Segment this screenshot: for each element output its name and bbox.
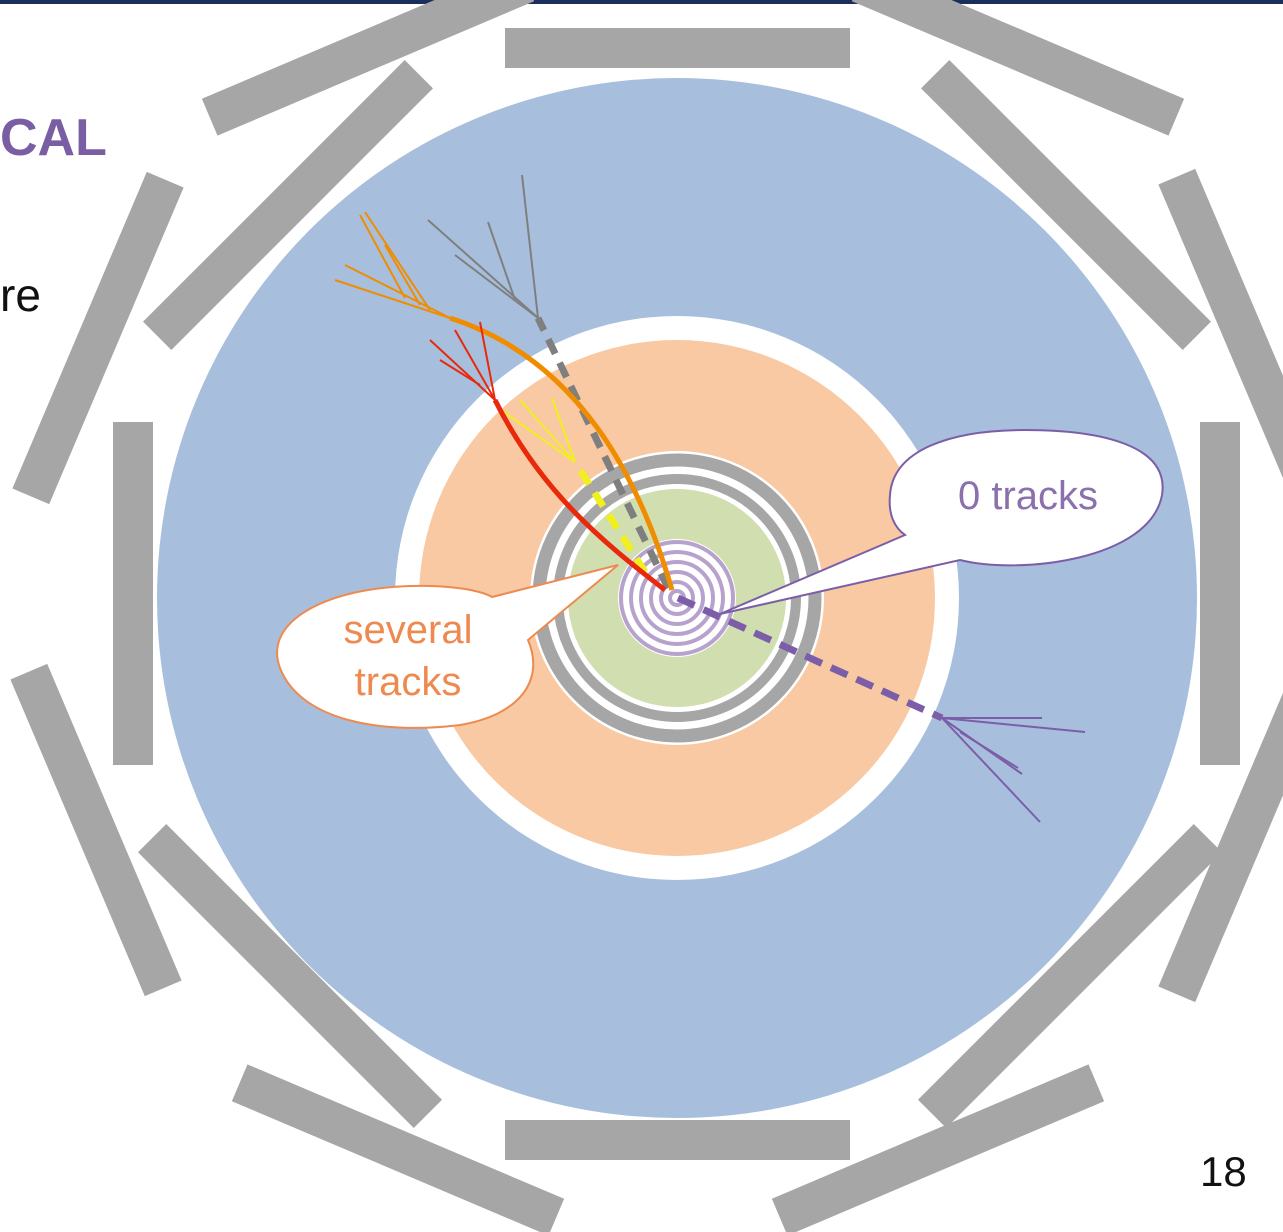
vertex-detector-core [618, 539, 736, 657]
neutral-track-yellow [497, 397, 648, 574]
muon-chamber [201, 0, 535, 136]
shower-branch [497, 407, 576, 463]
charged-track-red [429, 321, 667, 592]
shower-branch [364, 211, 431, 311]
muon-chamber [113, 422, 153, 765]
callout-bubble-zero-tracks [719, 428, 1164, 615]
shower-branch [334, 279, 451, 319]
muon-chamber [231, 1064, 565, 1232]
header-bar [0, 0, 1283, 4]
muon-chamber [10, 663, 182, 997]
muon-chamber [505, 1120, 850, 1160]
muon-chamber [1158, 168, 1283, 502]
muon-chamber [143, 60, 433, 350]
shower-branch [941, 717, 1041, 823]
vertex-ring [659, 580, 695, 616]
callout-several-tracks: several tracks [278, 604, 538, 708]
shower-branch [454, 329, 496, 401]
yellow-dashed-track [572, 460, 648, 574]
muon-chamber [917, 823, 1223, 1129]
shower-branch [479, 321, 496, 401]
shower-branch [359, 214, 406, 299]
callout-zero-tracks: 0 tracks [898, 470, 1158, 522]
shower-branch [454, 254, 539, 319]
vertex-detector-rings [619, 540, 735, 656]
shower-branch [384, 244, 421, 306]
shower-branch [487, 221, 516, 301]
slide-body-fragment: re [0, 269, 41, 321]
muon-chamber [137, 823, 443, 1129]
shower-branch [439, 359, 481, 386]
neutral-particle-purple [676, 594, 1086, 823]
vertex-ring [649, 570, 705, 626]
red-track [492, 398, 667, 592]
shower-branch [429, 339, 496, 401]
shower-branch [519, 399, 576, 463]
shower-branch [551, 397, 576, 463]
muon-chamber [771, 1064, 1105, 1232]
shower-branch [521, 174, 539, 319]
charged-track-orange [334, 211, 675, 591]
neutral-track-dashed [534, 316, 672, 590]
page-number: 18 [1200, 1148, 1247, 1195]
shower-branch [344, 264, 451, 319]
muon-chamber [851, 0, 1185, 136]
shower-branch [959, 731, 1019, 769]
purple-dashed-track [676, 594, 944, 722]
muon-chamber [1158, 669, 1283, 1003]
muon-chamber [12, 171, 184, 505]
callout-bubble-several-tracks [276, 564, 619, 729]
muon-chamber [505, 28, 850, 68]
shower-branch [427, 219, 539, 319]
slide-heading-fragment: CAL [0, 109, 107, 167]
callout-several-tracks-line2: tracks [354, 660, 462, 704]
neutral-jet-grey [427, 174, 672, 590]
muon-chamber [1200, 422, 1240, 765]
vertex-ring [639, 560, 715, 636]
muon-chamber [921, 60, 1211, 350]
muon-chambers [10, 0, 1283, 1232]
callout-zero-tracks-label: 0 tracks [957, 474, 1099, 518]
orange-track [449, 315, 675, 591]
vertex-ring [619, 540, 735, 656]
shower-branch [941, 717, 1086, 733]
vertex-ring [629, 550, 725, 646]
callout-several-tracks-line1: several [343, 608, 473, 652]
